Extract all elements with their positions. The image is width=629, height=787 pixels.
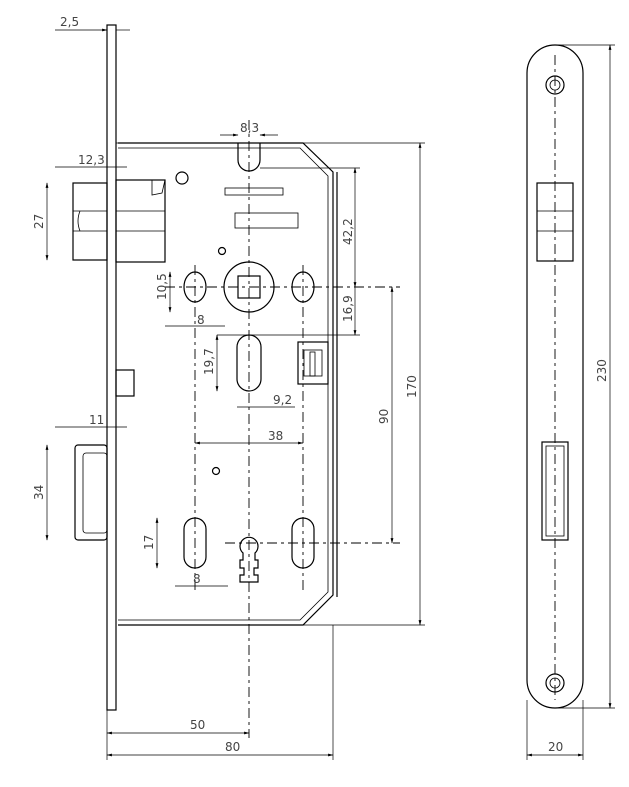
dim-latch-height: 27 xyxy=(32,214,46,229)
square-part xyxy=(297,341,329,385)
dimension-lines xyxy=(45,28,425,760)
latch-bolt xyxy=(72,171,189,263)
centre-lines xyxy=(165,120,400,738)
dim-hole-spacing: 38 xyxy=(268,429,283,443)
dim-faceplate-width: 20 xyxy=(548,740,563,754)
dim-faceplate-length: 230 xyxy=(595,359,609,382)
dim-centre-distance: 90 xyxy=(377,409,391,424)
keyhole xyxy=(239,536,259,583)
dim-slot-width: 9,2 xyxy=(273,393,292,407)
dim-hole-height-upper: 10,5 xyxy=(155,273,169,300)
faceplate-front xyxy=(526,44,584,709)
screw-hole-top xyxy=(545,75,565,95)
slot xyxy=(236,334,262,392)
dim-follower-slot-width: 8,3 xyxy=(240,121,259,135)
dim-hole-height-lower: 17 xyxy=(142,535,156,550)
small-block xyxy=(115,369,135,397)
pin xyxy=(217,246,227,256)
dim-hole-width-upper: 8 xyxy=(197,313,205,327)
dim-latch-to-follower: 42,2 xyxy=(341,218,355,245)
spring-part xyxy=(234,212,299,229)
dim-faceplate-thickness: 2,5 xyxy=(60,15,79,29)
deadbolt xyxy=(74,444,108,541)
faceplate-side xyxy=(106,24,117,711)
dim-case-depth: 80 xyxy=(225,740,240,754)
dim-backset: 50 xyxy=(190,718,205,732)
side-dimension-lines xyxy=(526,44,615,760)
dim-deadbolt-projection: 11 xyxy=(89,413,104,427)
lever-part xyxy=(224,187,284,196)
dim-follower-to-slot: 16,9 xyxy=(341,295,355,322)
dim-hole-width-lower: 8 xyxy=(193,572,201,586)
dim-slot-height: 19,7 xyxy=(202,348,216,375)
pin-lower xyxy=(211,466,221,476)
dim-deadbolt-height: 34 xyxy=(32,485,46,500)
dim-latch-projection: 12,3 xyxy=(78,153,105,167)
screw-hole-bottom xyxy=(545,673,565,693)
dim-case-height: 170 xyxy=(405,375,419,398)
